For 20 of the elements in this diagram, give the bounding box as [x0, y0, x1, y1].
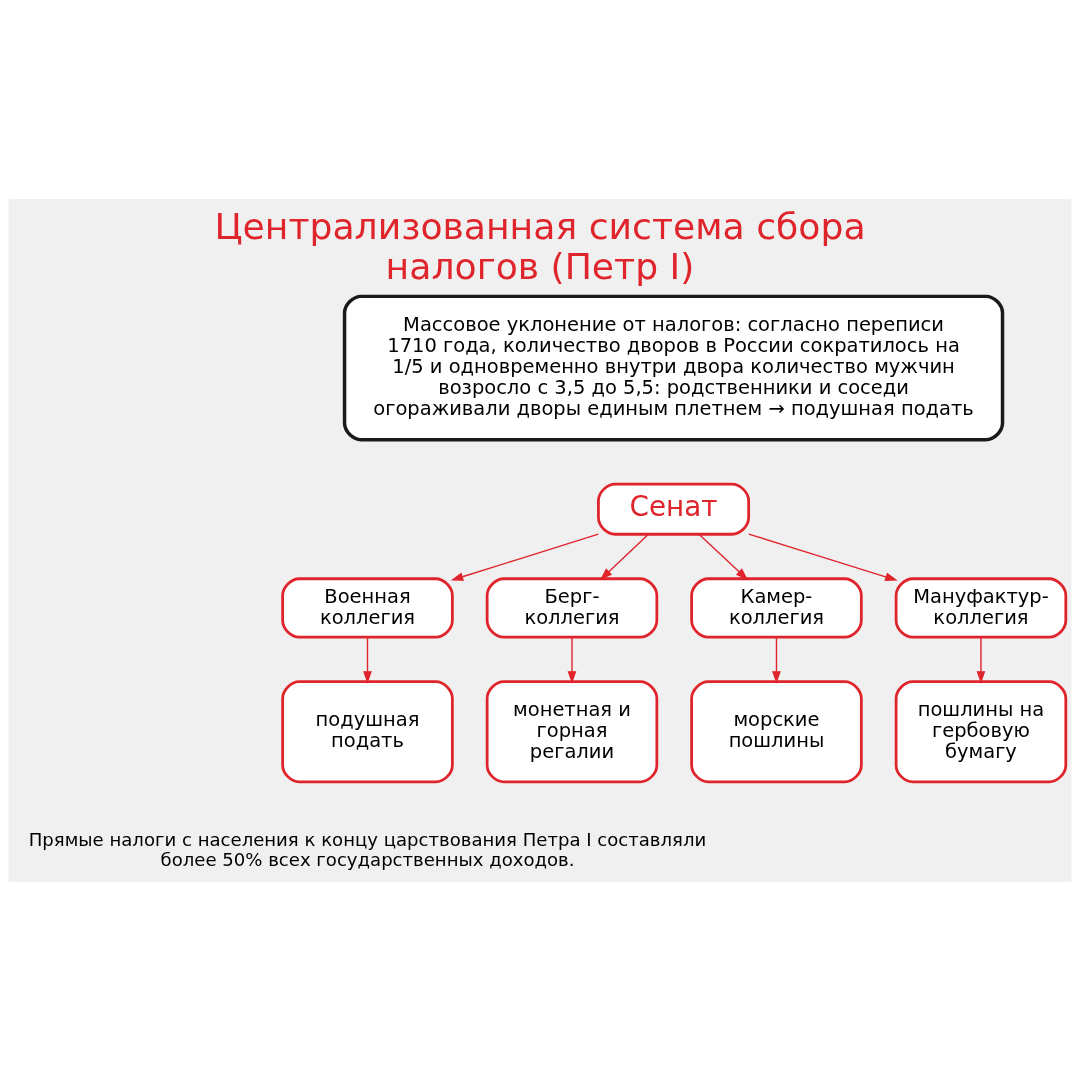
node-box: пошлины на гербовую бумагу [894, 679, 1068, 783]
arrow [363, 636, 372, 684]
node-box: Массовое уклонение от налогов: согласно переписи 1710 года, количество дворов в России сократилось на 1/5 и одновременно внутри двора количество мужчин возросло с 3,5 до 5,5: родственники и соседи огораживали дворы единым плетнем → подушная подать [342, 294, 1005, 441]
arrow [976, 636, 986, 684]
node-box: Военная коллегия [281, 576, 454, 639]
arrow [772, 636, 781, 684]
node-box: подушная подать [281, 679, 454, 783]
arrow [450, 533, 599, 581]
node-box: Сенат [597, 482, 751, 536]
node-box: Берг-коллегия [485, 576, 659, 639]
label: Прямые налоги с населения к концу царствования Петра I составляли более 50% всех государственных доходов. [28, 828, 707, 870]
diagram-title: Централизованная система сбора налогов (Петр I) [214, 204, 866, 288]
node-box: монетная и горная регалии [485, 679, 659, 783]
arrow [567, 636, 577, 684]
arrow [698, 533, 749, 580]
node-box: морские пошлины [690, 679, 863, 783]
node-box: Камер-коллегия [690, 576, 863, 639]
arrow [748, 532, 898, 581]
node-box: Мануфактур-коллегия [894, 576, 1068, 639]
arrow [599, 533, 650, 580]
